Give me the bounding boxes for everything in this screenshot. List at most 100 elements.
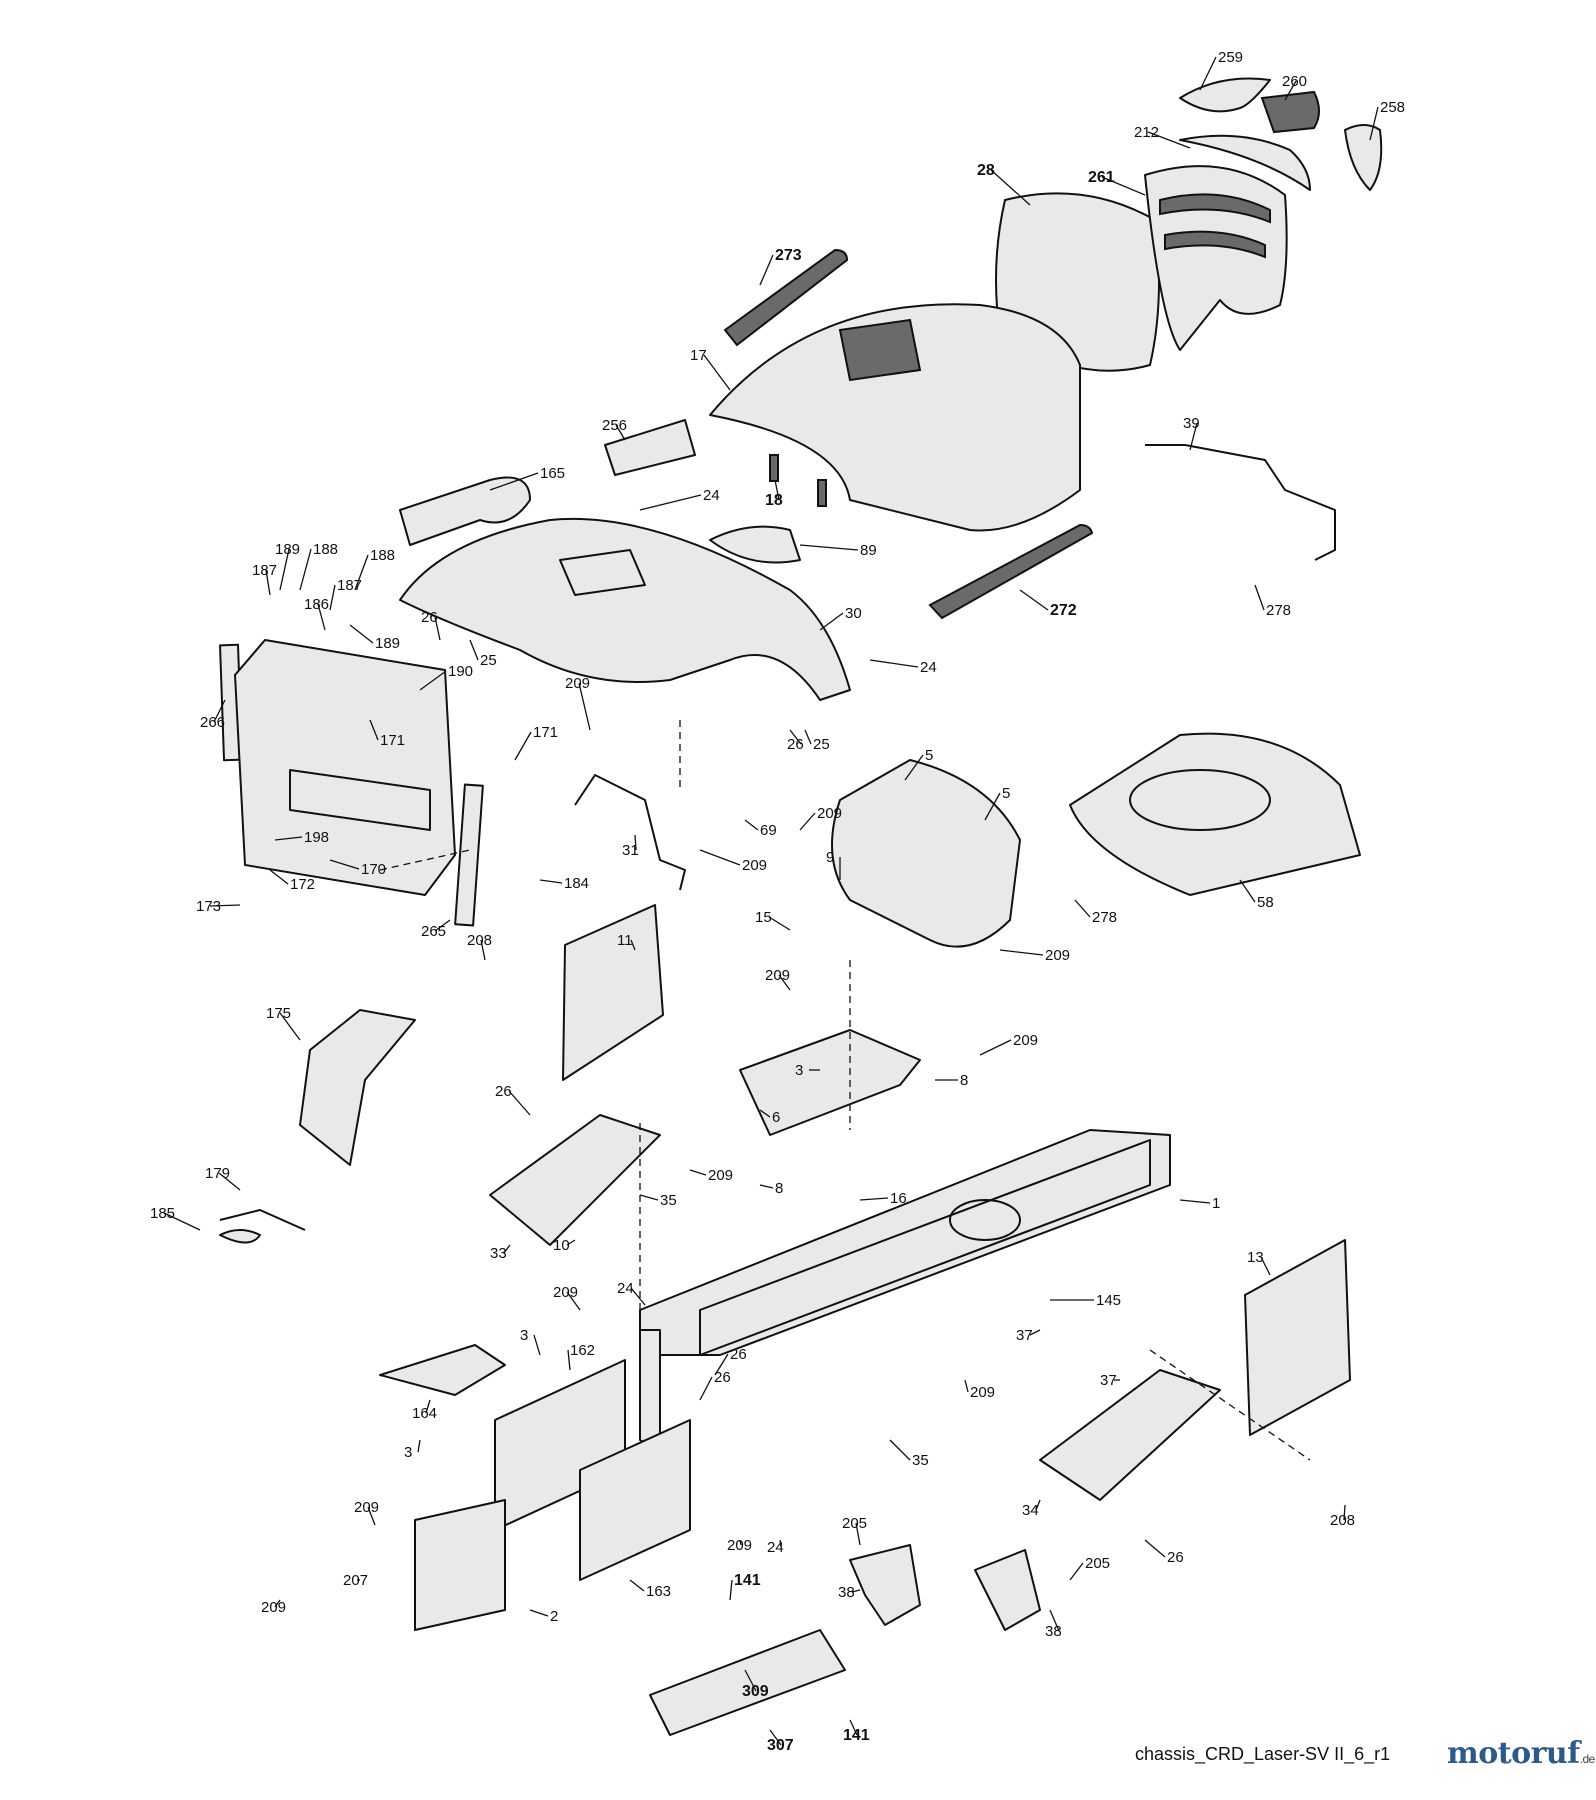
callout-label: 188 bbox=[370, 547, 395, 564]
leader-line bbox=[699, 1376, 713, 1401]
callout-label: 184 bbox=[564, 875, 589, 892]
watermark-brand: motoruf bbox=[1447, 1736, 1580, 1771]
callout-label: 5 bbox=[925, 747, 933, 764]
callout-label: 10 bbox=[553, 1237, 570, 1254]
callout-label: 179 bbox=[205, 1165, 230, 1182]
callout-label: 31 bbox=[622, 842, 639, 859]
leader-line bbox=[279, 1012, 301, 1041]
leader-line bbox=[759, 1184, 774, 1189]
leader-line bbox=[1035, 1499, 1041, 1511]
callout-label: 208 bbox=[1330, 1512, 1355, 1529]
callout-label: 205 bbox=[842, 1515, 867, 1532]
leader-line bbox=[789, 729, 802, 745]
callout-label: 35 bbox=[660, 1192, 677, 1209]
diagram-caption: chassis_CRD_Laser-SV II_6_r1 bbox=[1135, 1744, 1391, 1764]
leader-line bbox=[769, 1729, 782, 1746]
callout-label: 209 bbox=[727, 1537, 752, 1554]
leader-line bbox=[218, 1172, 241, 1191]
leader-line bbox=[533, 1334, 541, 1356]
leader-line bbox=[265, 569, 271, 596]
callout-label: 145 bbox=[1096, 1292, 1121, 1309]
callout-label: 189 bbox=[275, 541, 300, 558]
callout-label: 26 bbox=[730, 1346, 747, 1363]
callout-label: 141 bbox=[734, 1572, 761, 1589]
leader-line bbox=[299, 548, 312, 591]
callout-label: 35 bbox=[912, 1452, 929, 1469]
leader-line bbox=[369, 719, 379, 741]
leader-line bbox=[1254, 584, 1265, 611]
callout-label: 186 bbox=[304, 596, 329, 613]
leader-line bbox=[269, 869, 289, 885]
callout-label: 89 bbox=[860, 542, 877, 559]
callout-label: 16 bbox=[890, 1190, 907, 1207]
callout-label: 209 bbox=[261, 1599, 286, 1616]
leader-line bbox=[566, 1291, 581, 1311]
callout-label: 5 bbox=[1002, 785, 1010, 802]
part-89 bbox=[709, 525, 801, 564]
leader-line bbox=[1049, 1609, 1060, 1632]
part-272 bbox=[928, 523, 1094, 620]
callout-label: 189 bbox=[375, 635, 400, 652]
leader-line bbox=[630, 1287, 646, 1306]
part-9 bbox=[831, 759, 1021, 948]
leader-line bbox=[480, 939, 486, 961]
callout-label: 198 bbox=[304, 829, 329, 846]
part-179 bbox=[219, 1209, 306, 1231]
callout-label: 8 bbox=[960, 1072, 968, 1089]
leader-line bbox=[354, 554, 369, 591]
callout-label: 278 bbox=[1092, 909, 1117, 926]
part-39 bbox=[1145, 444, 1336, 561]
leader-line bbox=[349, 624, 374, 644]
callout-label: 24 bbox=[617, 1280, 634, 1297]
callout-label: 209 bbox=[817, 805, 842, 822]
callout-label: 172 bbox=[290, 876, 315, 893]
leader-line bbox=[425, 1399, 431, 1414]
leader-line bbox=[419, 670, 447, 691]
part-6 bbox=[739, 1029, 921, 1136]
leader-line bbox=[213, 699, 226, 723]
leader-line bbox=[859, 1197, 889, 1201]
leader-line bbox=[904, 754, 924, 781]
leader-line bbox=[689, 1169, 707, 1176]
leader-line bbox=[1069, 1562, 1084, 1581]
leader-line bbox=[744, 1669, 757, 1692]
callout-label: 3 bbox=[795, 1062, 803, 1079]
callout-label: 3 bbox=[404, 1444, 412, 1461]
callout-label: 39 bbox=[1183, 415, 1200, 432]
callout-label: 212 bbox=[1134, 124, 1159, 141]
callout-label: 15 bbox=[755, 909, 772, 926]
callout-label: 209 bbox=[1013, 1032, 1038, 1049]
leader-line bbox=[417, 1439, 421, 1453]
callout-label: 175 bbox=[266, 1005, 291, 1022]
leader-line bbox=[699, 849, 741, 866]
callout-label: 187 bbox=[337, 577, 362, 594]
part-33 bbox=[489, 1114, 661, 1246]
watermark-suffix: .de bbox=[1579, 1752, 1596, 1766]
callout-label: 24 bbox=[920, 659, 937, 676]
leader-line bbox=[639, 1194, 659, 1201]
callout-label: 187 bbox=[252, 562, 277, 579]
leader-line bbox=[469, 639, 479, 661]
leader-line bbox=[539, 879, 563, 884]
part-11 bbox=[562, 904, 664, 1081]
leader-line bbox=[979, 1039, 1012, 1056]
callout-label: 307 bbox=[767, 1737, 794, 1754]
leader-line bbox=[778, 974, 791, 991]
part-256 bbox=[604, 419, 696, 476]
leader-line bbox=[851, 1589, 861, 1593]
callout-label: 171 bbox=[380, 732, 405, 749]
leader-line bbox=[567, 1349, 571, 1371]
callout-label: 209 bbox=[354, 1499, 379, 1516]
callout-label: 17 bbox=[690, 347, 707, 364]
callout-label: 33 bbox=[490, 1245, 507, 1262]
leader-line bbox=[774, 479, 780, 501]
callout-label: 25 bbox=[480, 652, 497, 669]
leader-line bbox=[434, 919, 451, 932]
leader-line bbox=[634, 834, 637, 851]
callout-label: 265 bbox=[421, 923, 446, 940]
callout-label: 3 bbox=[520, 1327, 528, 1344]
watermark-logo: motoruf.de bbox=[1447, 1736, 1595, 1771]
part-13 bbox=[1244, 1239, 1351, 1436]
leader-line bbox=[630, 939, 636, 951]
